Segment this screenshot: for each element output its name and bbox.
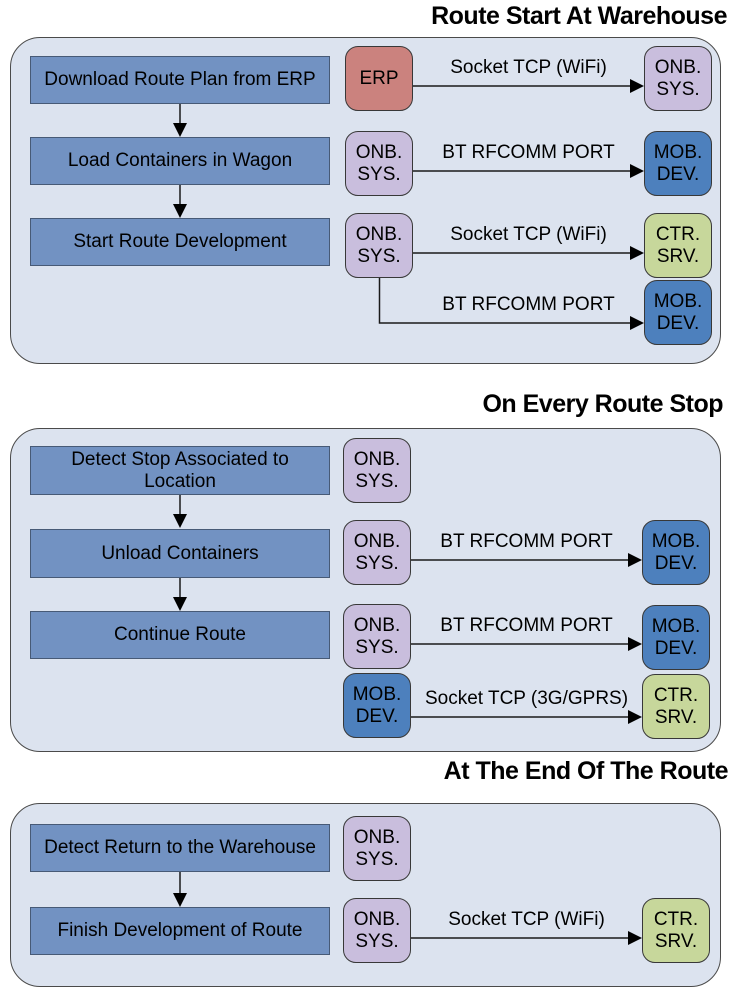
actor-ctr-srv: CTR.SRV. [642,898,710,963]
actor-mob-dev: MOB.DEV. [642,605,710,670]
actor-label: ONB. [353,908,401,930]
actor-onb-sys: ONB.SYS. [644,46,712,111]
connector-layer [173,495,642,724]
actor-onb-sys: ONB.SYS. [343,438,411,503]
section-panel: Download Route Plan from ERP Load Contai… [10,37,721,364]
arrowhead-icon [630,79,644,93]
actor-label: DEV. [355,705,399,727]
connection-label: Socket TCP (3G/GPRS) [424,688,629,709]
actor-label: ONB. [355,223,403,245]
actor-label: DEV. [654,637,698,659]
actor-label: SRV. [654,930,698,952]
arrowhead-icon [630,316,644,330]
process-step: Continue Route [30,611,330,659]
actor-label: ONB. [654,56,702,78]
actor-label: SYS. [656,78,700,100]
process-step: Load Containers in Wagon [30,137,330,185]
branch-connector-line [378,278,631,324]
actor-label: ONB. [353,530,401,552]
section-panel: Detect Return to the Warehouse Finish De… [10,803,721,987]
arrowhead-icon [628,553,642,567]
actor-label: ONB. [353,826,401,848]
flow-arrowhead-icon [173,893,187,907]
flow-arrowhead-icon [173,204,187,218]
actor-label: DEV. [656,163,700,185]
section-title: On Every Route Stop [482,390,723,418]
arrowhead-icon [628,931,642,945]
arrowhead-icon [630,164,644,178]
process-step: Unload Containers [30,529,330,578]
process-step: Detect Stop Associated to Location [30,446,330,495]
actor-label: ONB. [353,614,401,636]
flow-arrowhead-icon [173,514,187,528]
actor-mob-dev: MOB.DEV. [644,280,712,345]
connection-label: BT RFCOMM PORT [442,294,615,315]
section-title: At The End Of The Route [443,757,729,785]
actor-onb-sys: ONB.SYS. [345,213,413,278]
actor-label: MOB. [352,683,402,705]
actor-mob-dev: MOB.DEV. [644,131,712,196]
section-panel: Detect Stop Associated to Location Unloa… [10,428,721,752]
actor-label: ONB. [353,448,401,470]
flow-arrowhead-icon [173,597,187,611]
process-step: Download Route Plan from ERP [30,56,330,104]
actor-label: DEV. [654,552,698,574]
actor-label: MOB. [651,615,701,637]
actor-mob-dev: MOB.DEV. [343,673,411,738]
actor-label: SRV. [656,245,700,267]
actor-label: CTR. [653,684,699,706]
actor-onb-sys: ONB.SYS. [343,520,411,585]
process-step: Start Route Development [30,218,330,266]
actor-label: ONB. [355,141,403,163]
connection-label: BT RFCOMM PORT [440,531,613,552]
arrowhead-icon [628,710,642,724]
connector-layer [173,79,644,330]
actor-onb-sys: ONB.SYS. [345,131,413,196]
actor-mob-dev: MOB.DEV. [642,520,710,585]
actor-label: SYS. [355,848,399,870]
connection-label: Socket TCP (WiFi) [448,909,605,930]
actor-label: ERP [359,67,399,89]
actor-label: MOB. [651,530,701,552]
connection-label: BT RFCOMM PORT [442,142,615,163]
actor-ctr-srv: CTR.SRV. [644,213,712,278]
process-step: Detect Return to the Warehouse [30,824,330,872]
actor-label: MOB. [653,141,703,163]
process-step: Finish Development of Route [30,907,330,955]
actor-label: CTR. [655,223,701,245]
actor-label: SYS. [357,245,401,267]
actor-label: SYS. [357,163,401,185]
arrowhead-icon [630,246,644,260]
flow-arrowhead-icon [173,123,187,137]
connection-label: Socket TCP (WiFi) [450,57,607,78]
actor-label: SYS. [355,636,399,658]
actor-onb-sys: ONB.SYS. [343,604,411,669]
connector-layer [173,872,642,945]
arrowhead-icon [628,637,642,651]
section-title: Route Start At Warehouse [431,2,727,30]
actor-onb-sys: ONB.SYS. [343,898,411,963]
connection-label: BT RFCOMM PORT [440,615,613,636]
connection-label: Socket TCP (WiFi) [450,224,607,245]
actor-onb-sys: ONB.SYS. [343,816,411,881]
actor-label: SYS. [355,930,399,952]
actor-label: DEV. [656,312,700,334]
actor-label: SYS. [355,552,399,574]
actor-erp: ERP [345,46,413,111]
actor-label: MOB. [653,290,703,312]
actor-label: SYS. [355,470,399,492]
actor-label: SRV. [654,706,698,728]
actor-label: CTR. [653,908,699,930]
actor-ctr-srv: CTR.SRV. [642,674,710,739]
